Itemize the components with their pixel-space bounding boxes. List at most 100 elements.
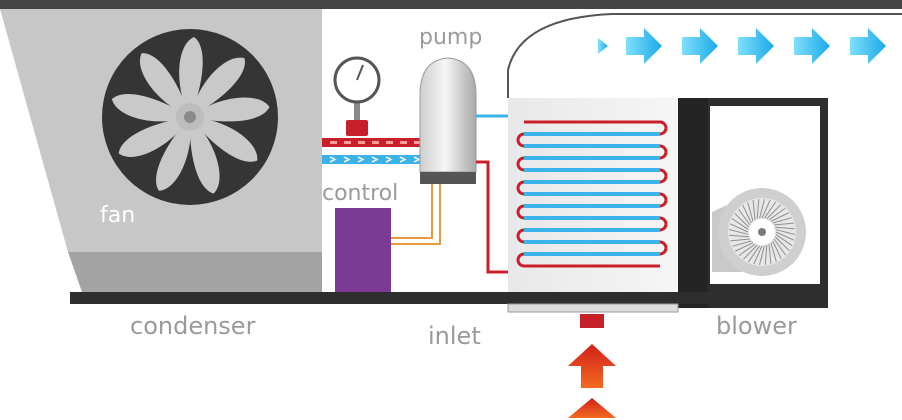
cold-flow-chevron	[413, 156, 421, 163]
fan-blade	[118, 117, 190, 157]
hot-flow-dash	[358, 141, 365, 144]
hot-flow-dash	[372, 141, 379, 144]
hot-flow-dash	[400, 141, 407, 144]
blower-vane	[729, 234, 749, 238]
blower-vane	[747, 202, 754, 222]
blower-vane	[738, 243, 756, 257]
outflow-arrows	[598, 28, 886, 64]
blower-vane	[747, 245, 760, 263]
blower-vane	[772, 240, 782, 260]
blower-vanes	[728, 198, 796, 266]
fan-blade	[190, 97, 270, 122]
outflow-arrow-small	[598, 38, 608, 54]
cold-flow-chevron	[399, 156, 407, 163]
blower-vane	[775, 231, 795, 241]
blower-vane	[775, 226, 795, 230]
fan-blade	[179, 37, 203, 117]
fan-blade	[190, 57, 245, 117]
blower-vane	[768, 207, 786, 221]
outflow-arrow	[682, 28, 718, 64]
coil-bend	[659, 144, 668, 160]
hot-flow-dash	[386, 141, 393, 144]
hot-flow-dash	[330, 141, 337, 144]
blower-vane	[731, 217, 749, 230]
base-bar	[70, 292, 828, 304]
outflow-arrow	[850, 28, 886, 64]
blower-vane	[732, 240, 752, 247]
blower-vane	[761, 199, 771, 219]
control-label: control	[322, 181, 398, 206]
coil-bend	[659, 216, 668, 232]
evaporator-housing-outline	[507, 13, 902, 98]
blower-vane	[729, 223, 749, 233]
inlet-nozzle	[580, 314, 604, 328]
coil-tubes	[516, 120, 668, 268]
blower-vane	[756, 199, 760, 219]
condenser-label: condenser	[130, 312, 256, 340]
pump-label: pump	[419, 25, 482, 50]
blower-vane	[730, 238, 750, 242]
pressure-gauge-icon	[333, 56, 381, 136]
outflow-arrow	[626, 28, 662, 64]
blower-vane	[753, 245, 763, 265]
blower-vane	[766, 204, 781, 220]
cold-flow-chevron	[385, 156, 393, 163]
cold-flow-chevron	[357, 156, 365, 163]
top-border	[0, 0, 902, 9]
fan-label: fan	[100, 203, 135, 228]
inlet-plate	[507, 303, 679, 313]
blower-vane	[742, 204, 752, 224]
refrigerant-lines	[322, 138, 426, 164]
blower-vane	[775, 229, 796, 235]
blower-vane	[775, 234, 793, 247]
blower-vane	[752, 200, 756, 220]
blower-vane	[770, 242, 777, 262]
coil-bend	[516, 156, 525, 172]
outflow-arrow	[794, 28, 830, 64]
coil-bend	[659, 192, 668, 208]
blower-wheel-icon	[712, 188, 806, 276]
hot-flow-dash	[344, 141, 351, 144]
fan-icon	[102, 29, 278, 205]
cold-flow-chevron	[371, 156, 379, 163]
blower-label: blower	[716, 312, 797, 340]
inflow-arrow	[568, 398, 616, 418]
blower-vane	[770, 212, 790, 222]
blower-vane	[743, 244, 758, 260]
blower-vane	[764, 201, 777, 219]
blower-vane	[759, 245, 765, 266]
cold-flow-chevron	[329, 156, 337, 163]
fan-blade	[140, 53, 190, 117]
blower-vane	[764, 245, 768, 265]
fan-blade	[190, 117, 258, 162]
control-box	[335, 184, 441, 292]
blower-vane	[728, 229, 749, 235]
evaporator-coil	[508, 98, 678, 292]
cold-flow-chevron	[343, 156, 351, 163]
inflow-arrows	[568, 344, 616, 418]
hot-flow-dash	[414, 141, 421, 144]
blower-vane	[774, 222, 794, 226]
blower-vane	[737, 208, 751, 226]
inflow-arrow	[568, 344, 616, 388]
pump-icon	[419, 57, 477, 184]
fan-blades	[111, 37, 270, 194]
blower-vane	[759, 198, 765, 219]
fan-blade	[155, 117, 191, 191]
blower-vane	[734, 213, 750, 228]
coil-bend	[659, 240, 668, 256]
hot-line-flow-marks	[330, 141, 421, 144]
blower-vane	[774, 236, 790, 251]
coil-bend	[516, 204, 525, 220]
coil-bend	[659, 168, 668, 184]
outflow-arrow	[738, 28, 774, 64]
blower-vane	[773, 238, 787, 256]
blower-vane	[768, 244, 772, 264]
coil-bend	[659, 120, 668, 136]
coil-bend	[516, 252, 525, 268]
fan-blade	[111, 93, 190, 122]
blower-vane	[772, 217, 792, 224]
coil-bend	[516, 132, 525, 148]
